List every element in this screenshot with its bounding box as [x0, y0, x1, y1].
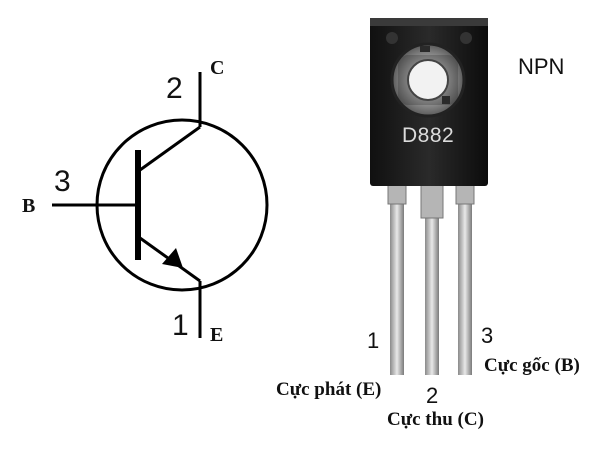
corner-hole-left — [386, 32, 398, 44]
pin-number-2: 2 — [426, 383, 439, 408]
base-pin-number: 3 — [54, 165, 71, 198]
base-letter: B — [22, 195, 36, 217]
pin-name-collector: Cực thu (C) — [387, 409, 484, 430]
collector-pin-number: 2 — [166, 72, 183, 105]
pin-name-emitter: Cực phát (E) — [276, 379, 382, 400]
package-type-label: NPN — [518, 54, 565, 79]
collector-letter: C — [210, 57, 225, 79]
emitter-letter: E — [210, 324, 224, 346]
package-marking: D882 — [402, 124, 455, 147]
collector-line — [139, 125, 201, 172]
mounting-hole — [407, 59, 449, 101]
pin-number-3: 3 — [481, 323, 494, 348]
leg-collector — [425, 180, 439, 375]
leg-base — [458, 180, 472, 375]
pin-name-base: Cực gốc (B) — [484, 355, 580, 376]
pin-number-1: 1 — [367, 328, 380, 353]
corner-hole-right — [460, 32, 472, 44]
emitter-arrow-icon — [162, 248, 183, 268]
emitter-pin-number: 1 — [172, 309, 189, 342]
pin-legs — [387, 180, 475, 375]
leg-emitter — [390, 180, 404, 375]
